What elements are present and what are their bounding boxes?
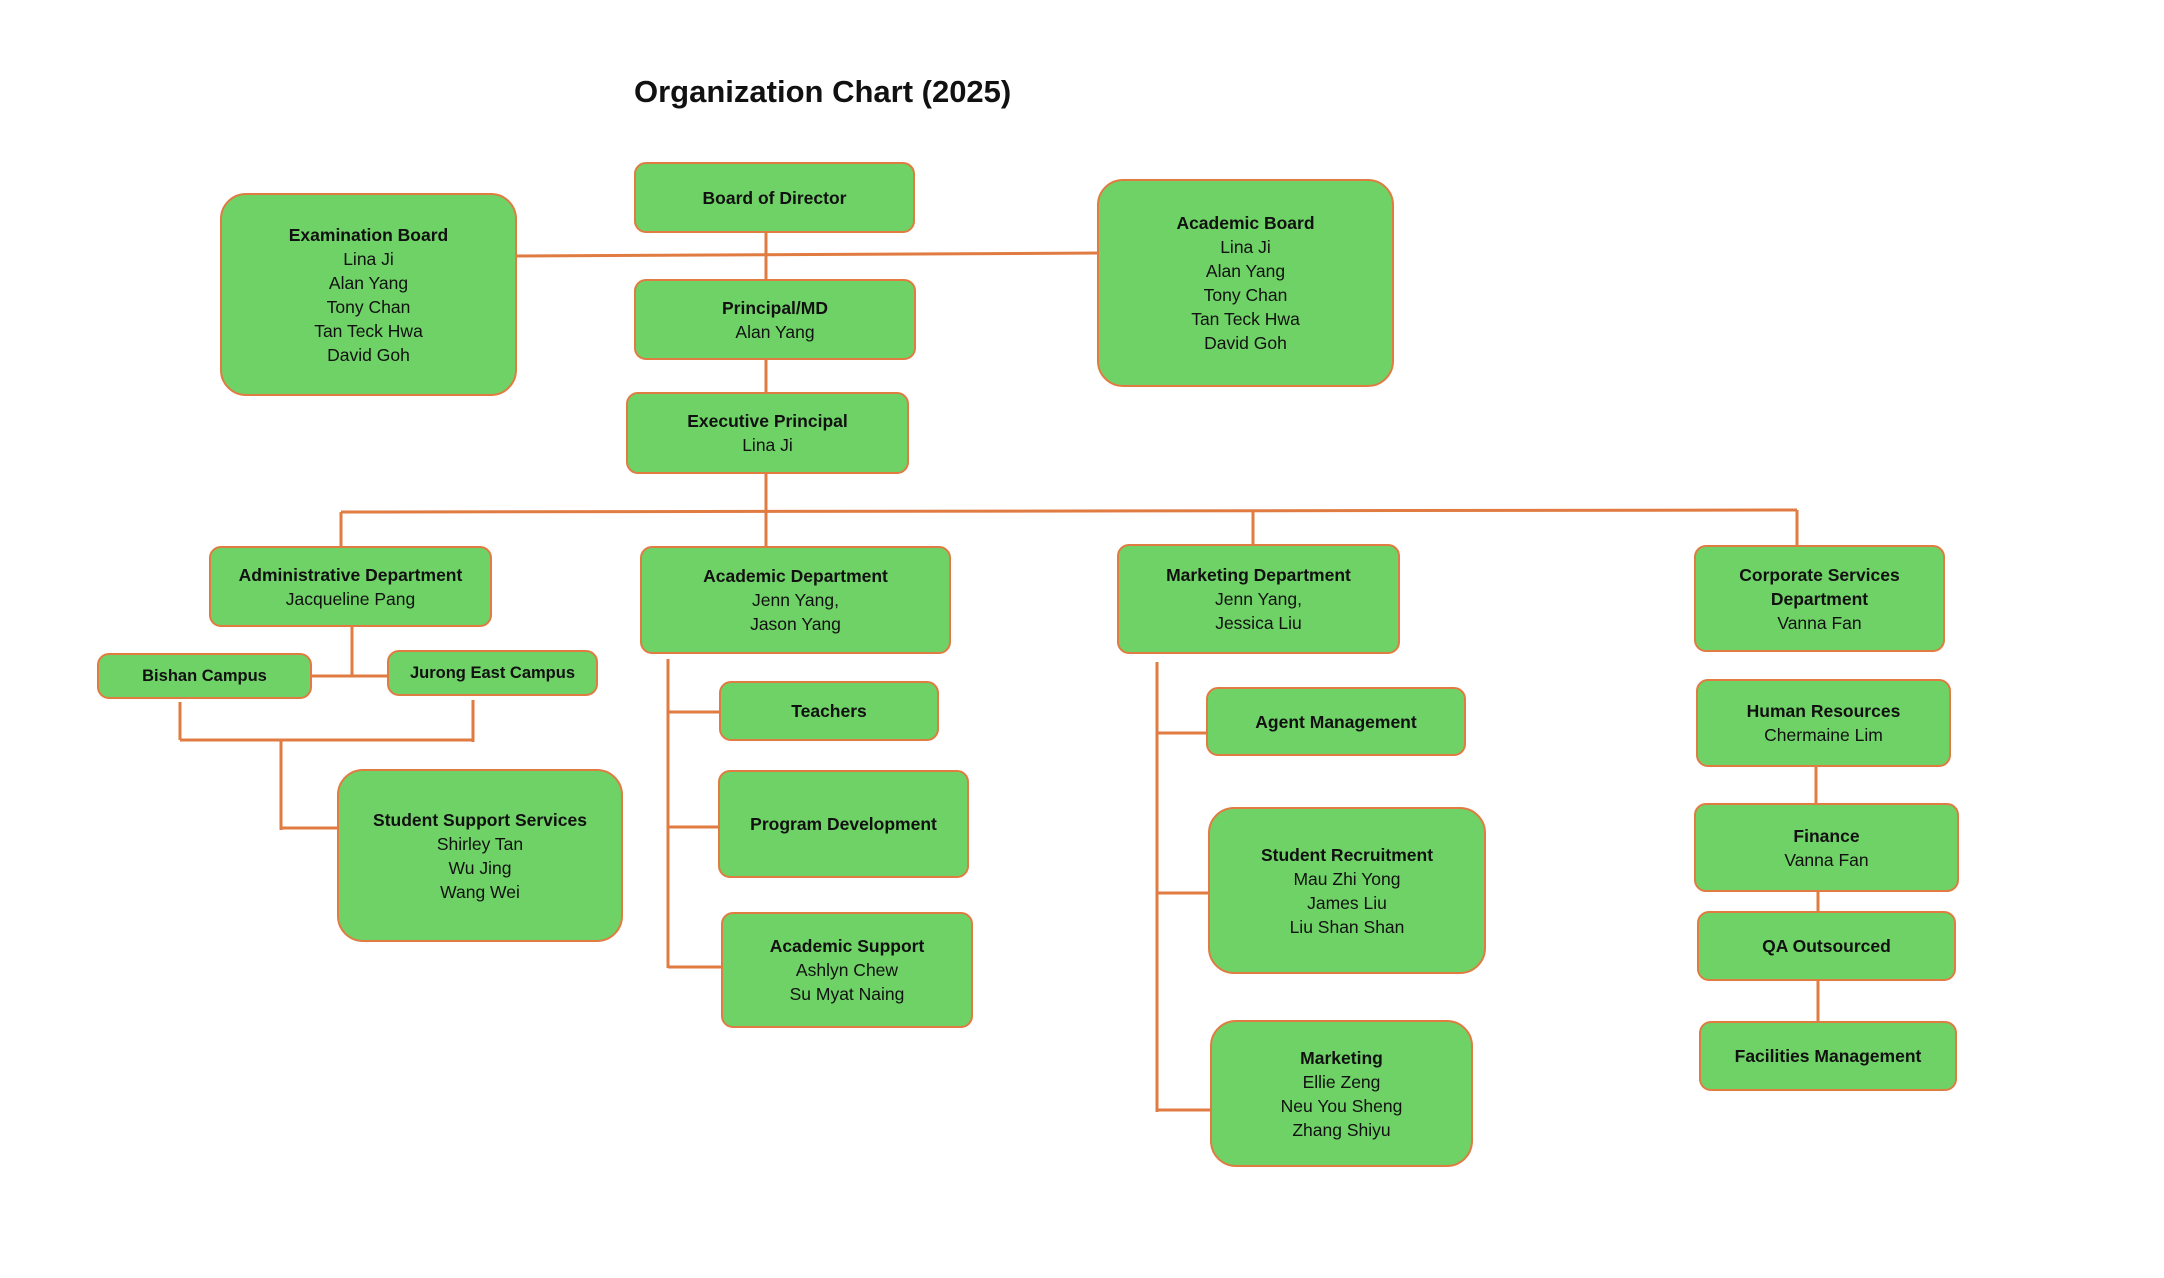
box-title: Executive Principal (687, 411, 848, 431)
page-title: Organization Chart (2025) (634, 74, 1012, 109)
member-name: Tan Teck Hwa (314, 320, 423, 341)
finance-box: Finance Vanna Fan (1694, 803, 1959, 892)
box-title: Academic Support (769, 936, 925, 956)
facilities-management-box: Facilities Management (1699, 1021, 1957, 1091)
box-title: Principal/MD (722, 297, 828, 318)
box-title: Human Resources (1746, 701, 1901, 721)
member-name: Tony Chan (1203, 285, 1288, 305)
principal-box: Principal/MD Alan Yang (634, 279, 916, 360)
member-name: Zhang Shiyu (1292, 1119, 1391, 1140)
member-name: Shirley Tan (436, 833, 524, 854)
box-title: Academic Department (703, 566, 888, 586)
examination-board-box: Examination Board Lina Ji Alan Yang Tony… (220, 193, 517, 396)
member-name: Lina Ji (343, 248, 394, 269)
board-of-director-box: Board of Director (634, 162, 915, 233)
academic-department-box: Academic Department Jenn Yang, Jason Yan… (640, 546, 951, 654)
executive-principal-box: Executive Principal Lina Ji (626, 392, 909, 474)
box-title: QA Outsourced (1762, 936, 1891, 956)
box-title: Facilities Management (1734, 1046, 1922, 1066)
corporate-services-department-box: Corporate Services Department Vanna Fan (1694, 545, 1945, 652)
academic-board-box: Academic Board Lina Ji Alan Yang Tony Ch… (1097, 179, 1394, 387)
box-title: Student Recruitment (1260, 844, 1434, 865)
member-name: Jenn Yang, (1215, 589, 1302, 609)
member-name: Jessica Liu (1215, 613, 1302, 633)
marketing-box: Marketing Ellie Zeng Neu You Sheng Zhang… (1210, 1020, 1473, 1167)
member-name: Tony Chan (326, 296, 411, 317)
member-name: Alan Yang (328, 272, 409, 293)
member-name: Jason Yang (750, 614, 841, 634)
box-title: Examination Board (288, 224, 449, 245)
member-name: Su Myat Naing (789, 984, 905, 1004)
box-title: Academic Board (1176, 213, 1315, 233)
bishan-campus-box: Bishan Campus (97, 653, 312, 699)
member-name: Wu Jing (448, 857, 512, 878)
box-title: Jurong East Campus (409, 664, 576, 682)
member-name: Jacqueline Pang (285, 588, 416, 609)
member-name: Neu You Sheng (1280, 1095, 1403, 1116)
human-resources-box: Human Resources Chermaine Lim (1696, 679, 1951, 767)
member-name: David Goh (1204, 333, 1287, 353)
marketing-department-box: Marketing Department Jenn Yang, Jessica … (1117, 544, 1400, 654)
box-title: Teachers (791, 701, 867, 721)
box-title: Marketing (1300, 1047, 1383, 1068)
box-title: Marketing Department (1166, 565, 1351, 585)
member-name: Ashlyn Chew (795, 960, 899, 980)
member-name: Vanna Fan (1784, 849, 1869, 870)
member-name: Liu Shan Shan (1289, 916, 1405, 937)
member-name: Alan Yang (1205, 261, 1286, 281)
academic-support-box: Academic Support Ashlyn Chew Su Myat Nai… (721, 912, 973, 1028)
teachers-box: Teachers (719, 681, 939, 741)
student-support-services-box: Student Support Services Shirley Tan Wu … (337, 769, 623, 942)
box-title: Agent Management (1255, 711, 1417, 732)
member-name: Ellie Zeng (1302, 1071, 1381, 1092)
member-name: Chermaine Lim (1764, 725, 1883, 745)
box-title: Board of Director (702, 187, 847, 208)
member-name: Jenn Yang, (752, 590, 839, 610)
box-title: Program Development (750, 814, 937, 834)
box-title: Student Support Services (373, 809, 587, 830)
qa-outsourced-box: QA Outsourced (1697, 911, 1956, 981)
box-title: Administrative Department (238, 564, 463, 585)
student-recruitment-box: Student Recruitment Mau Zhi Yong James L… (1208, 807, 1486, 974)
program-development-box: Program Development (718, 770, 969, 878)
member-name: Lina Ji (1220, 237, 1271, 257)
administrative-department-box: Administrative Department Jacqueline Pan… (209, 546, 492, 627)
member-name: Lina Ji (742, 435, 793, 455)
agent-management-box: Agent Management (1206, 687, 1466, 756)
member-name: Mau Zhi Yong (1293, 868, 1401, 889)
member-name: David Goh (327, 344, 410, 365)
box-title: Finance (1793, 825, 1860, 846)
member-name: James Liu (1307, 892, 1387, 913)
member-name: Wang Wei (440, 881, 520, 902)
box-title: Corporate Services Department (1739, 564, 1900, 609)
box-title: Bishan Campus (142, 667, 267, 685)
member-name: Alan Yang (735, 321, 815, 342)
jurong-east-campus-box: Jurong East Campus (387, 650, 598, 696)
member-name: Tan Teck Hwa (1191, 309, 1300, 329)
member-name: Vanna Fan (1777, 612, 1862, 633)
